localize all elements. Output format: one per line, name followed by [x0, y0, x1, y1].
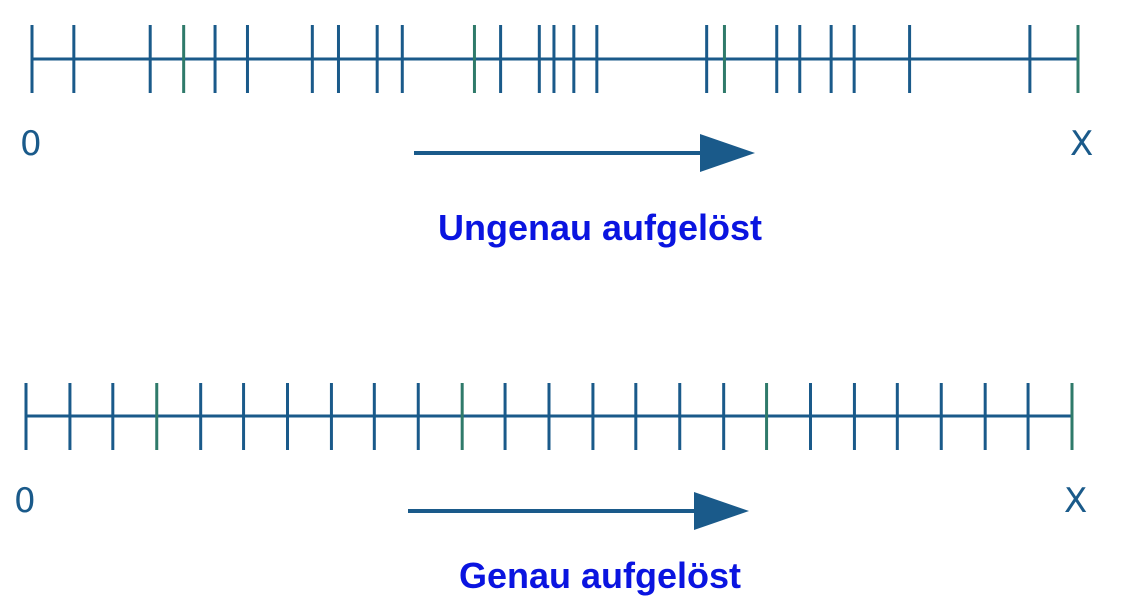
end-label: X	[1064, 481, 1087, 521]
start-label: 0	[20, 124, 42, 164]
tick-group	[30, 25, 1080, 93]
start-label: 0	[14, 481, 36, 521]
caption-even: Genau aufgelöst	[459, 555, 741, 596]
end-label: X	[1070, 124, 1093, 164]
panel-uneven: 0 X Ungenau aufgelöst	[20, 25, 1093, 248]
direction-arrow	[408, 492, 749, 530]
panel-even: 0 X Genau aufgelöst	[14, 383, 1087, 596]
direction-arrow	[414, 134, 755, 172]
tick-group	[24, 383, 1074, 450]
caption-uneven: Ungenau aufgelöst	[438, 207, 762, 248]
